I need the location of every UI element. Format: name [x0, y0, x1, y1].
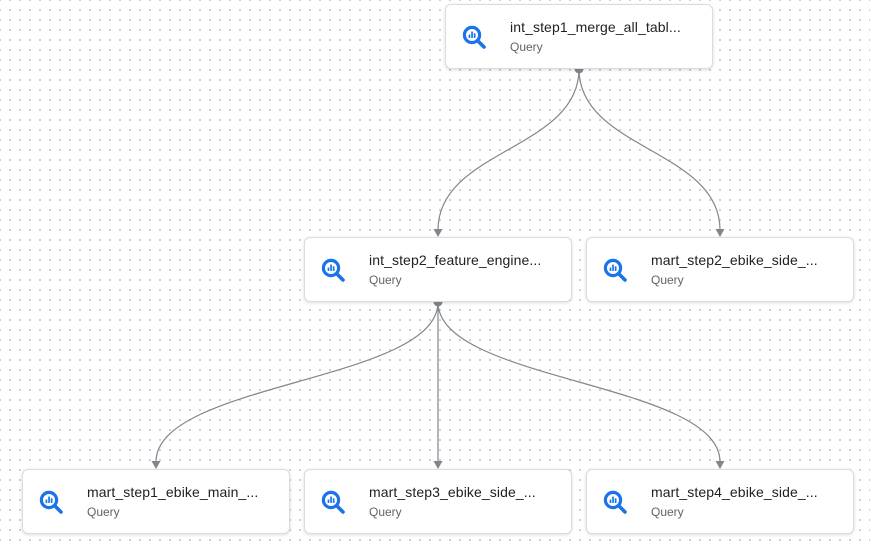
edge-n1-n3: [578, 68, 721, 231]
edge-n2-n4: [155, 301, 439, 463]
arrowhead: [715, 229, 725, 237]
node-type: Query: [369, 505, 402, 519]
node-int-step2-feature-engineering[interactable]: int_step2_feature_engine... Query: [304, 237, 572, 302]
node-type: Query: [510, 40, 543, 54]
bigquery-icon: [317, 254, 349, 286]
node-type: Query: [369, 273, 402, 287]
bigquery-icon: [35, 486, 67, 518]
node-title: mart_step2_ebike_side_...: [651, 252, 818, 268]
bigquery-icon: [317, 486, 349, 518]
node-type: Query: [651, 505, 684, 519]
node-title: mart_step4_ebike_side_...: [651, 484, 818, 500]
node-mart-step1-ebike-main[interactable]: mart_step1_ebike_main_... Query: [22, 469, 290, 534]
node-type: Query: [651, 273, 684, 287]
bigquery-icon: [458, 21, 490, 53]
edge-n1-n2: [437, 68, 580, 231]
node-title: int_step1_merge_all_tabl...: [510, 19, 681, 35]
node-int-step1-merge-all-tables[interactable]: int_step1_merge_all_tabl... Query: [445, 4, 713, 69]
node-type: Query: [87, 505, 120, 519]
bigquery-icon: [599, 254, 631, 286]
arrowhead: [433, 461, 443, 469]
node-mart-step3-ebike-side[interactable]: mart_step3_ebike_side_... Query: [304, 469, 572, 534]
arrowhead: [715, 461, 725, 469]
node-mart-step2-ebike-side[interactable]: mart_step2_ebike_side_... Query: [586, 237, 854, 302]
node-title: int_step2_feature_engine...: [369, 252, 542, 268]
node-mart-step4-ebike-side[interactable]: mart_step4_ebike_side_... Query: [586, 469, 854, 534]
bigquery-icon: [599, 486, 631, 518]
edge-n2-n6: [437, 301, 721, 463]
arrowhead: [433, 229, 443, 237]
node-title: mart_step1_ebike_main_...: [87, 484, 259, 500]
arrowhead: [151, 461, 161, 469]
node-title: mart_step3_ebike_side_...: [369, 484, 536, 500]
